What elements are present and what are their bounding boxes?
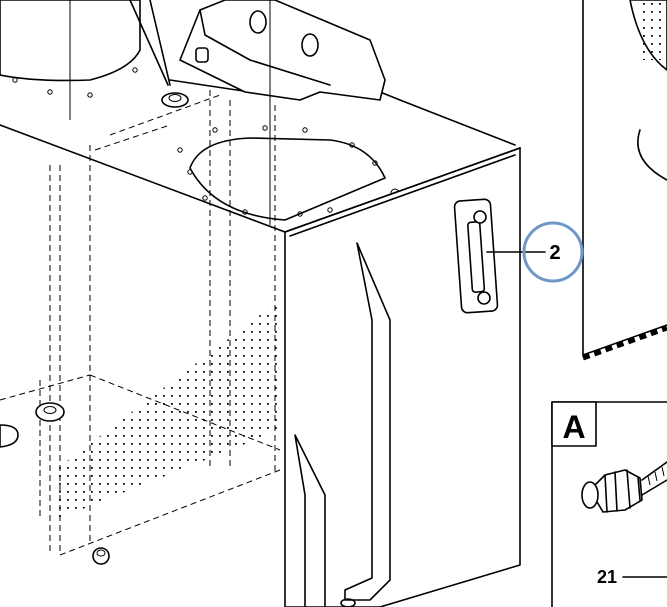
detail-label-box bbox=[551, 401, 597, 447]
detail-label: A bbox=[562, 409, 585, 445]
rib-lower bbox=[294, 434, 326, 607]
detail-view-a: A 21 bbox=[551, 401, 667, 607]
hidden-lines bbox=[0, 90, 281, 556]
filler-neck bbox=[161, 92, 189, 108]
callout-highlight-ring bbox=[522, 221, 584, 283]
adjacent-component bbox=[582, 0, 667, 361]
baffle-perforation bbox=[55, 300, 280, 520]
callout-2-label: 2 bbox=[549, 242, 560, 264]
callout-21-label: 21 bbox=[597, 567, 617, 587]
sensor-connector bbox=[581, 461, 667, 513]
callout-2[interactable]: 2 bbox=[486, 221, 584, 283]
mounting-bracket bbox=[179, 0, 386, 101]
top-opening bbox=[189, 137, 386, 221]
sight-glass bbox=[453, 198, 499, 314]
drain-fittings bbox=[0, 402, 110, 565]
tank-body bbox=[0, 0, 521, 607]
